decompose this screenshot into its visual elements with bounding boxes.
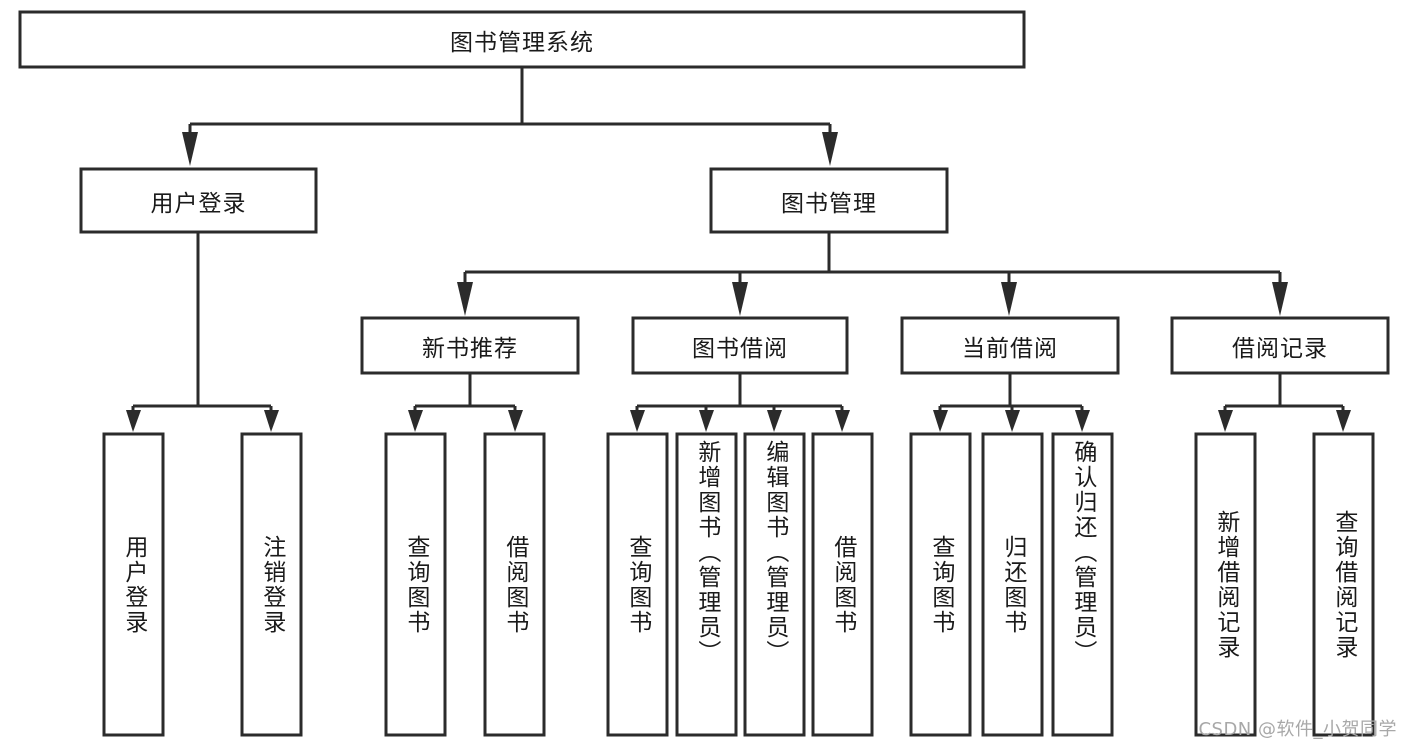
arrowhead-leaf-query-book-2 bbox=[630, 410, 645, 432]
node-book-manage[interactable] bbox=[709, 167, 949, 234]
node-leaf-add-book-admin[interactable] bbox=[675, 432, 738, 737]
arrowhead-leaf-borrow-book-1 bbox=[508, 410, 523, 432]
node-root[interactable] bbox=[18, 10, 1026, 69]
node-leaf-query-borrow-record[interactable] bbox=[1312, 432, 1375, 737]
arrowhead-leaf-add-book-admin bbox=[699, 410, 714, 432]
arrowhead-book-manage bbox=[822, 132, 838, 166]
node-new-book-recommend[interactable] bbox=[360, 316, 580, 375]
node-leaf-confirm-return-admin[interactable] bbox=[1051, 432, 1114, 737]
connector-layer bbox=[126, 67, 1351, 432]
node-leaf-add-borrow-record[interactable] bbox=[1194, 432, 1257, 737]
node-leaf-logout[interactable] bbox=[240, 432, 303, 737]
arrowhead-leaf-add-borrow-record bbox=[1218, 410, 1233, 432]
node-leaf-borrow-book-2[interactable] bbox=[811, 432, 874, 737]
arrowhead-user-login bbox=[182, 132, 198, 166]
arrowhead-leaf-edit-book-admin bbox=[767, 410, 782, 432]
node-leaf-query-book-1[interactable] bbox=[384, 432, 447, 737]
watermark-text: CSDN @软件_小贺同学 bbox=[1198, 719, 1397, 740]
node-leaf-return-book[interactable] bbox=[981, 432, 1044, 737]
arrowhead-leaf-logout bbox=[264, 410, 279, 432]
node-user-login[interactable] bbox=[79, 167, 318, 234]
node-book-borrow[interactable] bbox=[631, 316, 849, 375]
arrowhead-leaf-query-book-3 bbox=[933, 410, 948, 432]
node-leaf-edit-book-admin[interactable] bbox=[743, 432, 806, 737]
arrowhead-leaf-return-book bbox=[1005, 410, 1020, 432]
arrowhead-leaf-borrow-book-2 bbox=[835, 410, 850, 432]
arrowhead-leaf-query-book-1 bbox=[408, 410, 423, 432]
arrowhead-leaf-confirm-return-admin bbox=[1075, 410, 1090, 432]
node-leaf-query-book-3[interactable] bbox=[909, 432, 972, 737]
node-leaf-user-login[interactable] bbox=[102, 432, 165, 737]
arrowhead-leaf-user-login bbox=[126, 410, 141, 432]
node-borrow-record[interactable] bbox=[1170, 316, 1390, 375]
arrowhead-current-borrow bbox=[1001, 282, 1017, 316]
node-leaf-borrow-book-1[interactable] bbox=[483, 432, 546, 737]
arrowhead-borrow-record bbox=[1272, 282, 1288, 316]
node-layer bbox=[18, 10, 1390, 737]
arrowhead-new-book-recommend bbox=[457, 282, 473, 316]
node-current-borrow[interactable] bbox=[900, 316, 1120, 375]
node-leaf-query-book-2[interactable] bbox=[606, 432, 669, 737]
arrowhead-book-borrow bbox=[732, 282, 748, 316]
arrowhead-leaf-query-borrow-record bbox=[1336, 410, 1351, 432]
